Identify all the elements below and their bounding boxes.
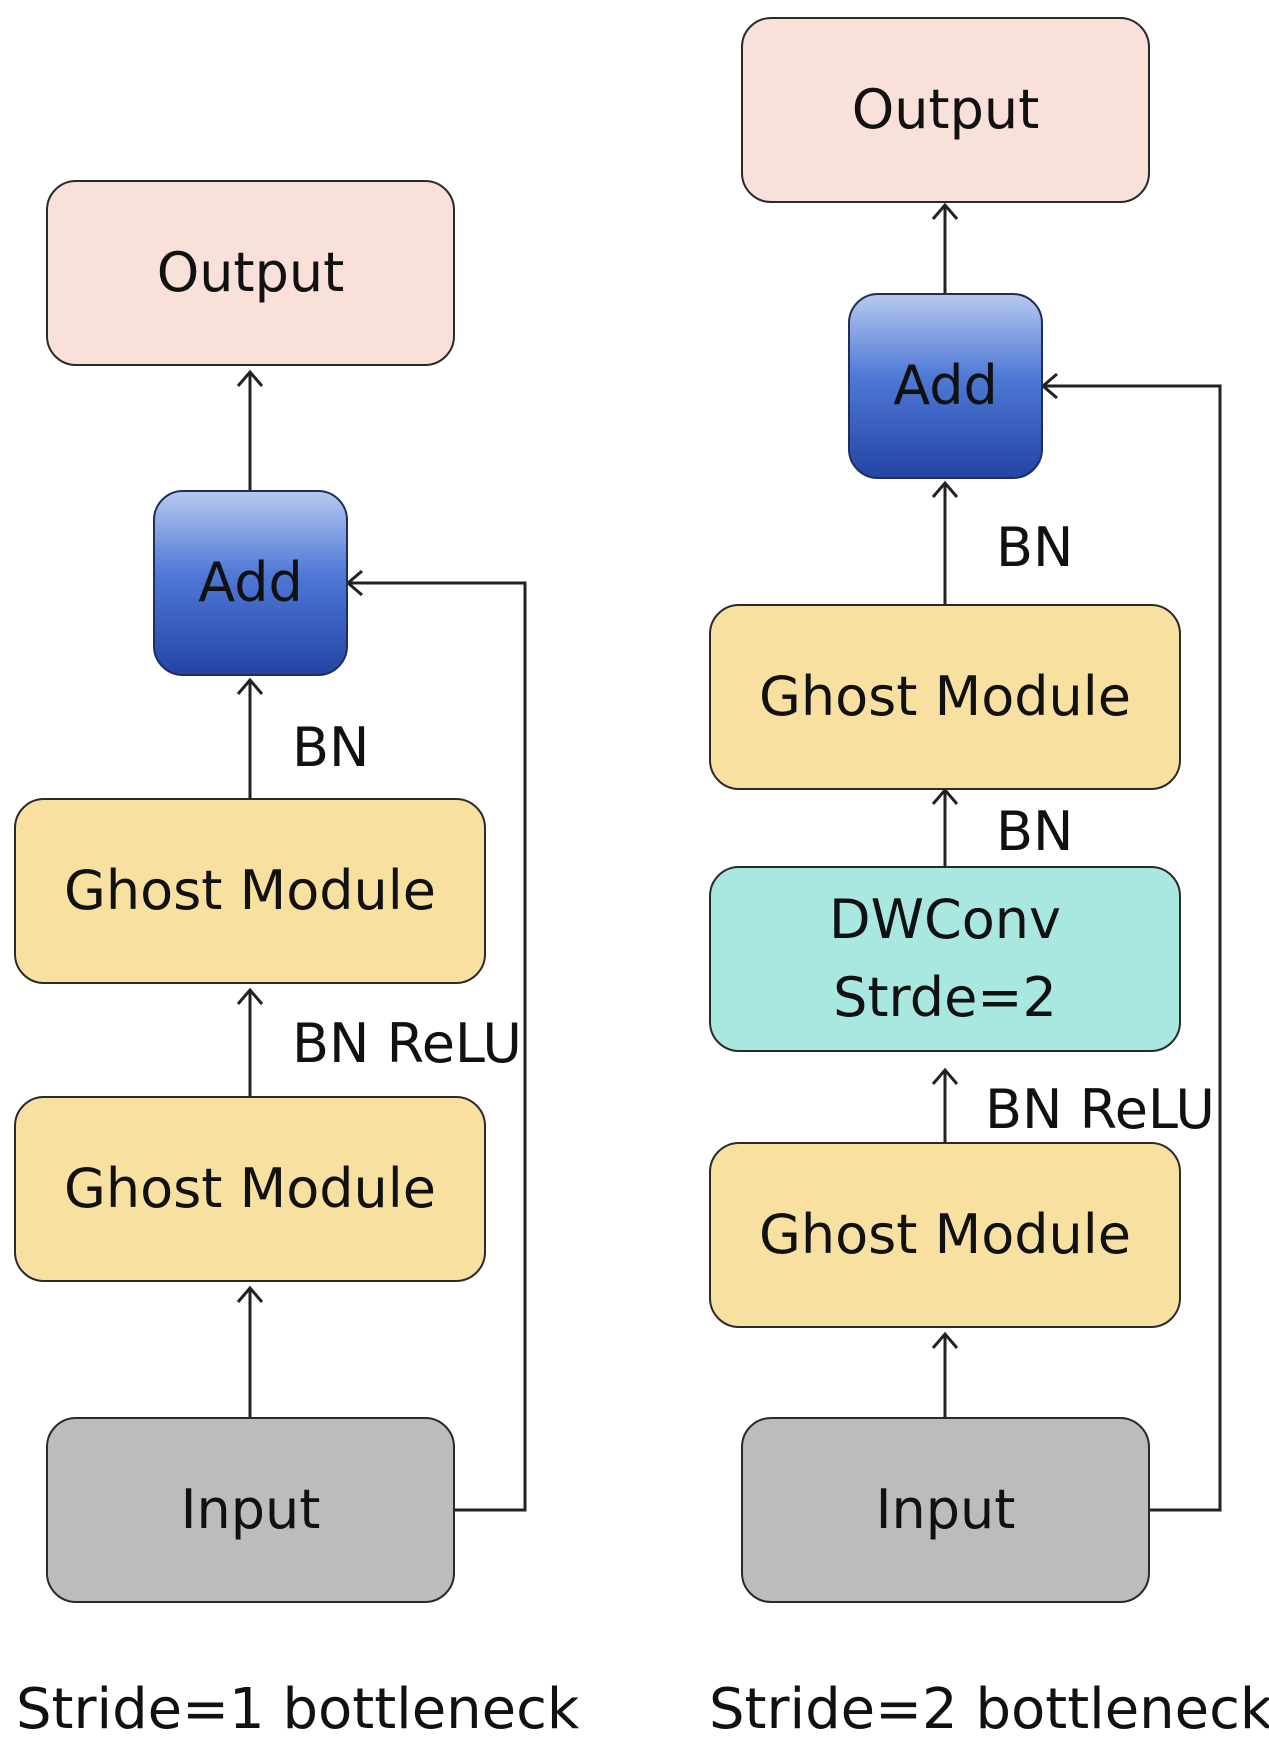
arrowhead	[931, 787, 959, 805]
right-output-box: Output	[741, 17, 1150, 203]
right-input-label: Input	[875, 1477, 1016, 1541]
left-ghost-module-bottom-label: Ghost Module	[64, 1156, 436, 1220]
arrowhead	[931, 480, 959, 498]
left-ghost-module-bottom: Ghost Module	[14, 1096, 486, 1282]
skip-connection-left	[348, 581, 527, 1512]
arrowhead	[1040, 372, 1058, 400]
right-ghost-module-bottom-label: Ghost Module	[759, 1202, 1131, 1266]
right-add-label: Add	[893, 353, 998, 417]
left-output-label: Output	[156, 240, 345, 304]
left-output-box: Output	[46, 180, 455, 366]
arrowhead	[236, 369, 264, 387]
left-bn-label: BN	[292, 716, 370, 779]
arrowhead	[931, 1331, 959, 1349]
right-dwconv-box: DWConv Strde=2	[709, 866, 1181, 1052]
arrowhead	[236, 1285, 264, 1303]
left-ghost-module-top-label: Ghost Module	[64, 858, 436, 922]
left-ghost-module-top: Ghost Module	[14, 798, 486, 984]
right-ghost-module-bottom: Ghost Module	[709, 1142, 1181, 1328]
left-input-label: Input	[180, 1477, 321, 1541]
left-add-label: Add	[198, 550, 303, 614]
right-dwconv-line2: Strde=2	[833, 966, 1057, 1029]
right-dwconv-line1: DWConv	[829, 887, 1061, 951]
right-ghost-module-top-label: Ghost Module	[759, 664, 1131, 728]
arrowhead	[236, 677, 264, 695]
right-bn-mid-label: BN	[996, 800, 1074, 863]
left-caption: Stride=1 bottleneck	[16, 1677, 580, 1742]
right-ghost-module-top: Ghost Module	[709, 604, 1181, 790]
right-output-label: Output	[851, 77, 1040, 141]
right-caption: Stride=2 bottleneck	[709, 1677, 1269, 1742]
right-input-box: Input	[741, 1417, 1150, 1603]
right-bn-relu-label: BN ReLU	[985, 1078, 1215, 1141]
right-add-box: Add	[848, 293, 1043, 479]
left-add-box: Add	[153, 490, 348, 676]
arrowhead	[345, 569, 363, 597]
right-bn-top-label: BN	[996, 516, 1074, 579]
arrowhead	[931, 202, 959, 220]
skip-connection-right	[1043, 384, 1222, 1512]
left-bn-relu-label: BN ReLU	[292, 1012, 522, 1075]
left-input-box: Input	[46, 1417, 455, 1603]
arrowhead	[236, 987, 264, 1005]
arrowhead	[931, 1067, 959, 1085]
